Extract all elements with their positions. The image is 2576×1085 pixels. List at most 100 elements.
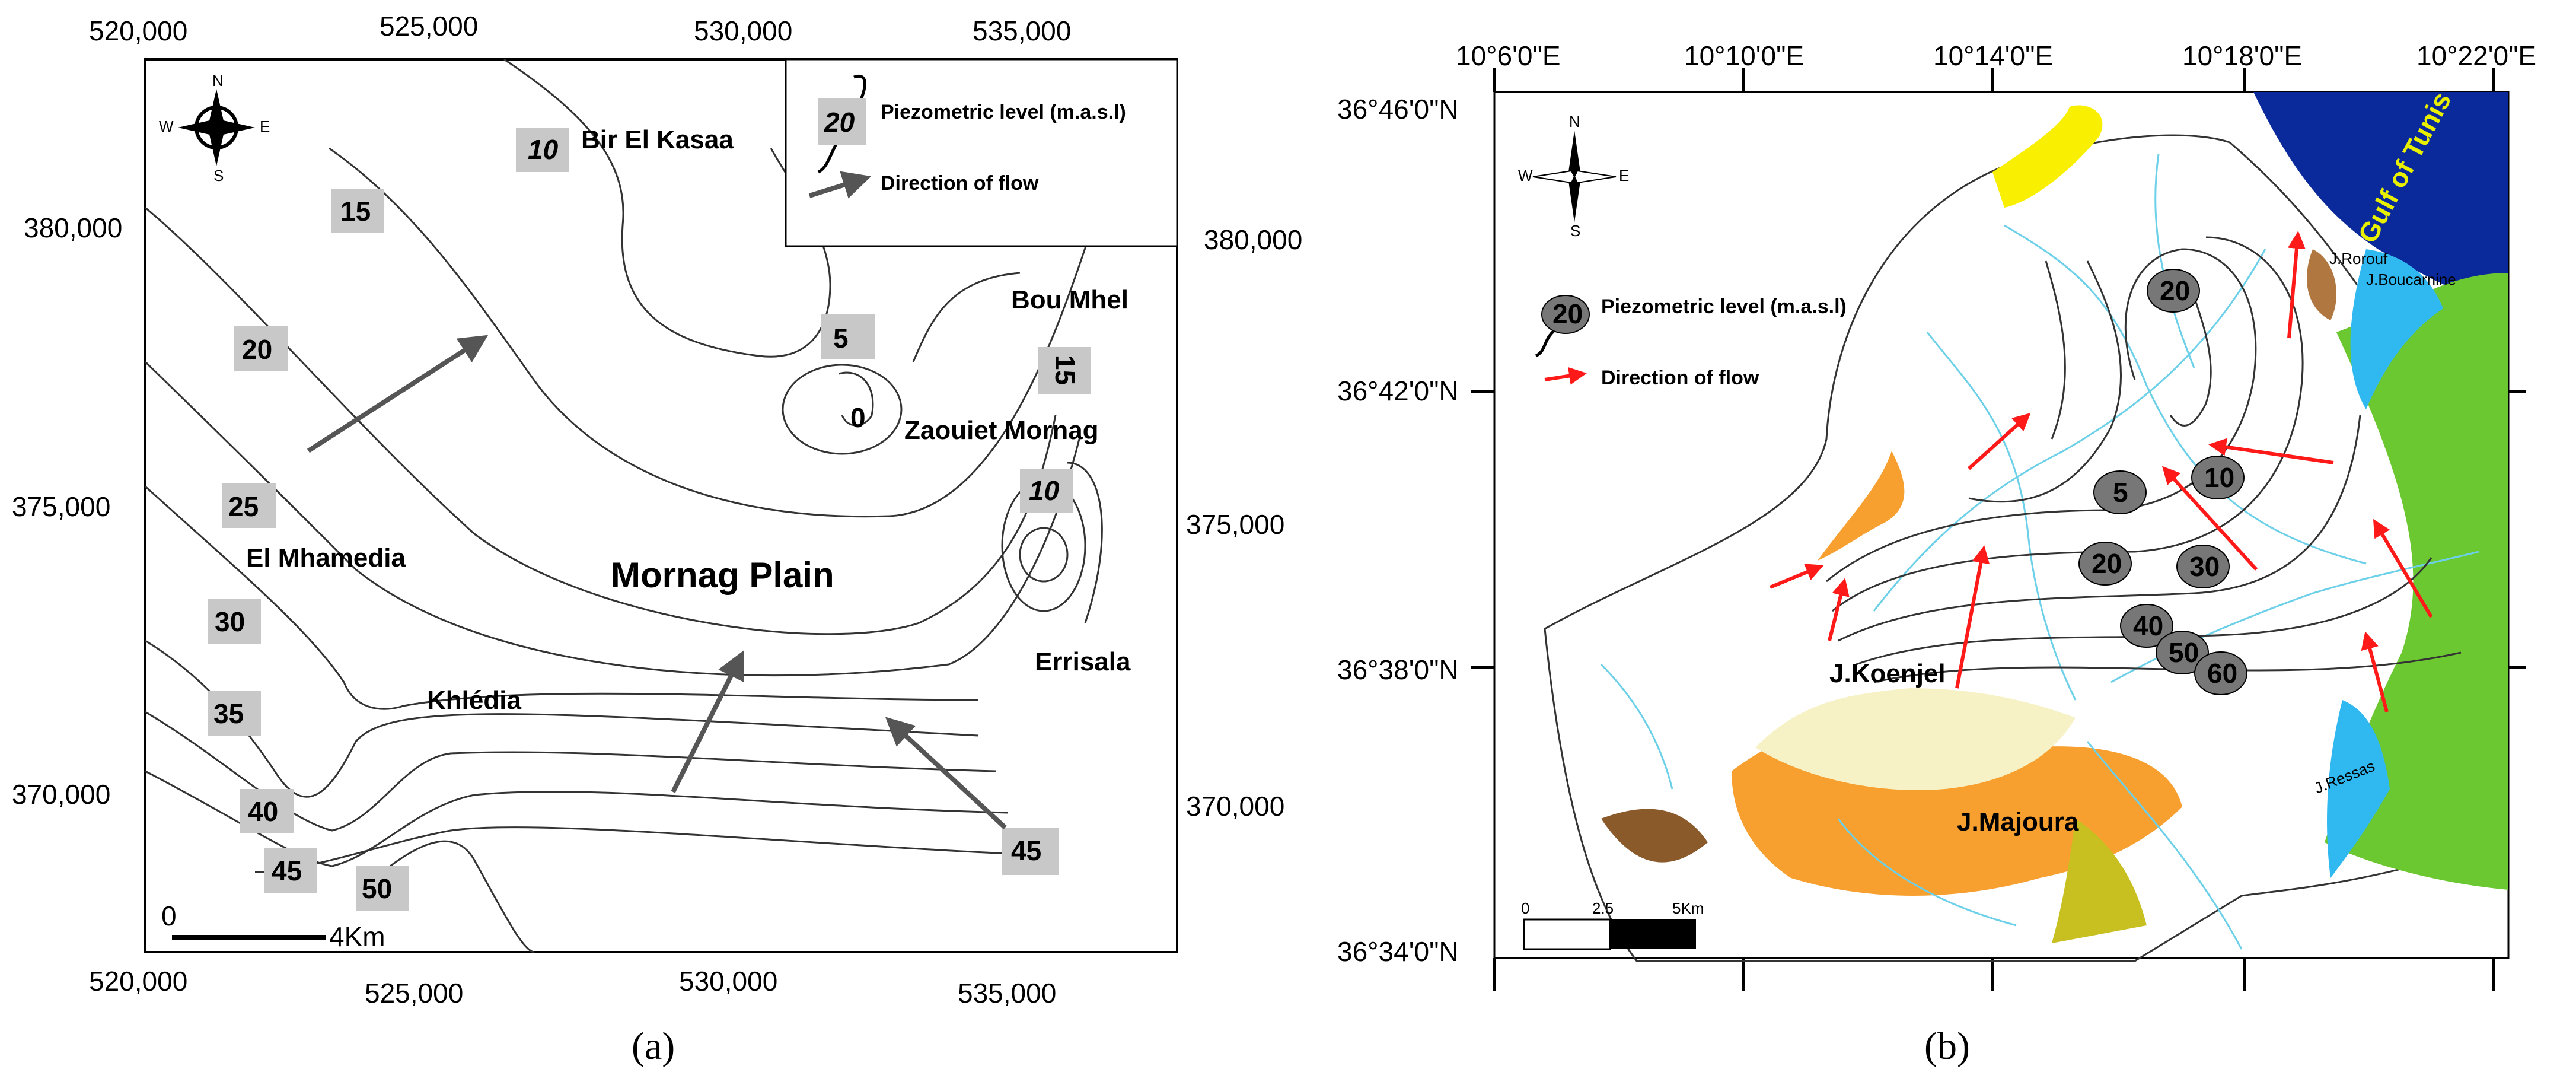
map-a-y-left-370000: 370,000 <box>12 779 110 810</box>
river <box>1873 249 2266 612</box>
marker <box>2120 604 2173 648</box>
legend-label-box <box>818 98 866 145</box>
study-area-outline <box>1544 134 2492 962</box>
label-box <box>356 866 409 911</box>
marker <box>2093 470 2147 514</box>
map-a-x-top-530000: 530,000 <box>694 15 792 46</box>
contour-label: 5 <box>833 323 849 354</box>
legend-flow: Direction of flow <box>881 172 1039 195</box>
map-b-flow-arrows <box>1769 231 2433 712</box>
place-bir-el-kasaa: Bir El Kasaa <box>581 125 734 154</box>
label-box <box>208 599 261 644</box>
river <box>1837 818 2017 927</box>
contour-label: 10 <box>2204 462 2234 493</box>
compass-s <box>1568 177 1580 222</box>
compass-label-e: E <box>1619 167 1629 184</box>
gulf-of-tunis <box>2253 92 2508 308</box>
place-khledia: Khlédia <box>427 686 521 715</box>
compass-label-n: N <box>1569 113 1580 131</box>
caption-a: (a) <box>632 1024 675 1068</box>
place-mornag-plain: Mornag Plain <box>611 555 834 595</box>
label-box <box>821 314 875 359</box>
contour-45a <box>145 770 1009 867</box>
j-koenjel-area <box>1755 688 2076 790</box>
marker <box>2176 545 2230 588</box>
contour-label: 30 <box>2189 551 2220 582</box>
compass-ring <box>195 106 238 149</box>
river <box>1600 663 1673 790</box>
label-box <box>1038 347 1091 394</box>
flow-arrow <box>2161 466 2258 571</box>
legend-sample-value: 20 <box>824 107 855 138</box>
compass-e <box>1573 170 1617 184</box>
map-a-y-right-370000: 370,000 <box>1186 791 1284 822</box>
label-box <box>208 691 261 736</box>
place-errisala: Errisala <box>1035 647 1131 676</box>
map-b-x-3: 10°18'0"E <box>2182 40 2302 71</box>
place-el-mhamedia: El Mhamedia <box>246 543 406 572</box>
map-b-rivers <box>1600 154 2479 950</box>
map-a-x-top-525000: 525,000 <box>380 11 478 42</box>
contour-5-ring <box>782 364 903 455</box>
contour-0 <box>839 371 874 427</box>
flow-arrow <box>1955 545 1990 689</box>
river <box>1926 332 2077 701</box>
place-j-bou-carnine: J.Boucarnine <box>2366 271 2456 288</box>
label-box <box>1020 469 1073 513</box>
map-a-x-bottom-530000: 530,000 <box>679 966 777 997</box>
contour-label: 50 <box>2169 637 2199 668</box>
flow-arrow <box>1828 578 1850 641</box>
contour <box>1826 248 2257 583</box>
marker <box>2156 631 2209 674</box>
contour <box>1968 260 2122 503</box>
map-a-legend: 20 Piezometric level (m.a.s.l) Direction… <box>785 58 1178 247</box>
map-b-x-2: 10°14'0"E <box>1933 40 2053 71</box>
geology-blue-north <box>2350 249 2443 409</box>
place-bou-mhel: Bou Mhel <box>1011 285 1128 314</box>
map-b-y-3: 36°34'0"N <box>1337 936 1459 967</box>
map-a-compass: N S W E <box>159 72 270 184</box>
compass-label-s: S <box>213 167 224 184</box>
geology-brown <box>1601 809 1708 863</box>
map-a-x-bottom-520000: 520,000 <box>89 966 187 997</box>
contour-east-1 <box>1067 462 1103 623</box>
contour-30 <box>144 485 979 710</box>
legend-flow-arrow <box>808 171 872 199</box>
contour-label: 15 <box>1050 355 1080 385</box>
contour-label: 45 <box>272 855 302 886</box>
map-a-x-bottom-525000: 525,000 <box>365 978 463 1008</box>
geology-orange-west <box>1818 451 1905 561</box>
label-box <box>516 128 569 172</box>
marker <box>2147 269 2200 313</box>
flow-arrow <box>671 650 744 793</box>
flow-arrow <box>2208 438 2334 464</box>
label-box <box>264 848 317 893</box>
scale-length: 4Km <box>329 921 385 952</box>
map-b-y-2: 36°38'0"N <box>1337 654 1459 685</box>
flow-arrow <box>2361 631 2389 712</box>
compass-label-e: E <box>260 117 270 135</box>
contour-15 <box>329 147 1098 518</box>
map-a-y-right-375000: 375,000 <box>1186 509 1284 540</box>
label-box <box>1002 828 1059 875</box>
map-a: 520,000 525,000 530,000 535,000 520,000 … <box>12 11 1302 1068</box>
contour-label: 25 <box>228 491 259 522</box>
label-box <box>222 483 276 528</box>
contour-label: 30 <box>215 606 245 637</box>
flow-arrow <box>1967 412 2031 470</box>
contour <box>2169 296 2212 427</box>
scale-length: 5Km <box>1672 899 1704 917</box>
map-a-legend-box <box>785 58 1178 247</box>
map-b-y-0: 36°46'0"N <box>1337 94 1459 125</box>
label-box <box>234 326 288 371</box>
contour <box>1832 236 2304 612</box>
map-a-contour-labels: 10 15 20 25 30 35 40 45 50 5 0 15 10 4 <box>208 128 1091 911</box>
contour-label-zero: 0 <box>850 402 866 433</box>
contour-label: 40 <box>248 796 278 827</box>
compass-label-n: N <box>212 72 224 90</box>
contour-label: 60 <box>2207 658 2237 689</box>
geology-blue-south <box>2327 700 2390 878</box>
legend-sample-value: 20 <box>1552 298 1583 329</box>
legend-flow-arrow <box>1544 367 1587 385</box>
geology-olive <box>2052 819 2147 943</box>
